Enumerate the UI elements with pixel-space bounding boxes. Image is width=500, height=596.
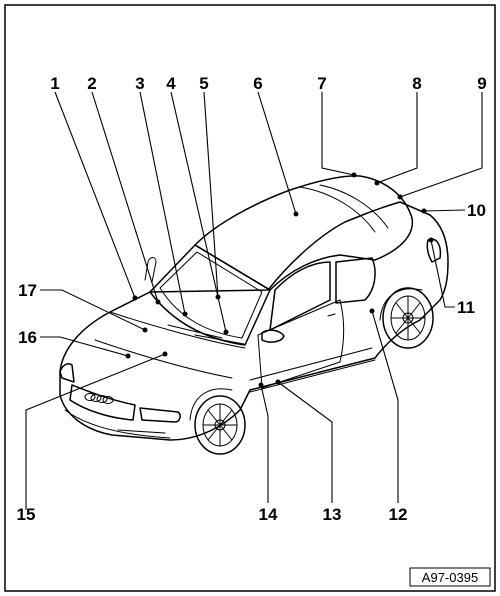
callout-9: 9 <box>477 74 486 93</box>
callout-14: 14 <box>259 505 278 524</box>
callout-13: 13 <box>323 505 342 524</box>
callout-labels: 1 2 3 4 5 6 7 8 9 10 11 12 13 14 15 16 1… <box>17 74 487 524</box>
reference-code-box: A97-0395 <box>409 567 491 587</box>
front-wheel <box>194 395 246 455</box>
rear-wheel <box>382 287 434 349</box>
callout-15: 15 <box>17 505 36 524</box>
callout-8: 8 <box>412 74 421 93</box>
callout-6: 6 <box>253 74 262 93</box>
callout-16: 16 <box>18 328 37 347</box>
audi-rings-logo <box>84 393 114 404</box>
leader-endpoints <box>125 172 434 388</box>
leader-lines <box>25 91 483 510</box>
callout-1: 1 <box>50 74 59 93</box>
callout-5: 5 <box>199 74 208 93</box>
callout-7: 7 <box>317 74 326 93</box>
diagram-frame <box>4 4 496 592</box>
callout-10: 10 <box>467 201 486 220</box>
callout-11: 11 <box>457 298 475 317</box>
callout-17: 17 <box>18 281 37 300</box>
callout-4: 4 <box>166 74 176 93</box>
callout-12: 12 <box>389 505 408 524</box>
reference-code: A97-0395 <box>422 570 478 585</box>
callout-3: 3 <box>135 74 144 93</box>
car-illustration <box>59 175 449 455</box>
callout-2: 2 <box>87 74 96 93</box>
